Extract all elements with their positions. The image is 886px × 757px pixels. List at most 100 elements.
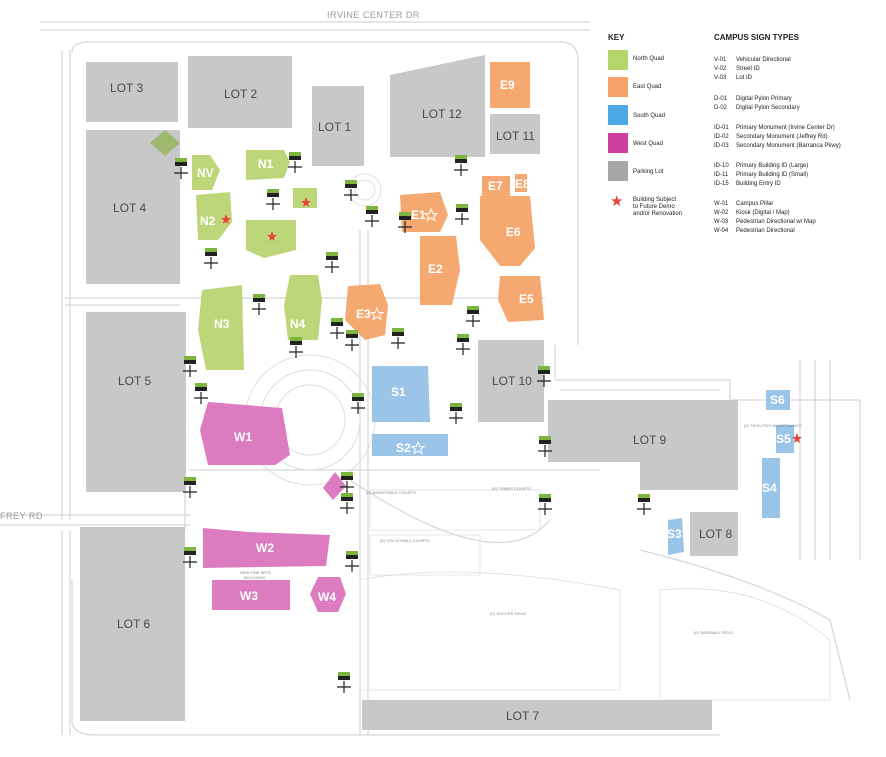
lot-labels: LOT 3 LOT 2 LOT 1 LOT 12 LOT 11 LOT 4 LO…	[110, 81, 732, 723]
building-w3	[212, 580, 290, 610]
sign-label: Secondary Monument (Jeffrey Rd)	[736, 134, 828, 140]
sign-marker	[325, 252, 339, 273]
sign-code: ID-03	[714, 143, 729, 149]
building-e3	[345, 284, 388, 340]
star-icon: ★	[610, 193, 624, 210]
lot-2-label: LOT 2	[224, 87, 257, 101]
sign-code: W-02	[714, 210, 729, 216]
lot-4-label: LOT 4	[113, 201, 146, 215]
sign-marker	[183, 356, 197, 377]
sign-marker	[344, 180, 358, 201]
star-e3	[369, 306, 385, 321]
lot-2	[188, 56, 292, 128]
sign-marker	[337, 672, 351, 693]
e7-label: E7	[488, 179, 503, 193]
sign-label: Lot ID	[736, 75, 753, 81]
lot-10-label: LOT 10	[492, 374, 532, 388]
sign-marker	[456, 334, 470, 355]
sign-marker	[466, 306, 480, 327]
sign-marker	[345, 551, 359, 572]
star-n1c	[267, 231, 277, 241]
swatch-east	[608, 77, 628, 97]
building-s1	[372, 366, 430, 422]
sign-marker	[288, 152, 302, 173]
sign-code: D-01	[714, 96, 728, 102]
label-soccer: (E) SOCCER FIELD	[490, 611, 526, 616]
w3-label: W3	[240, 589, 258, 603]
star-note-3: and/or Renovation	[633, 211, 683, 217]
e8-label: E8	[515, 177, 530, 191]
star-markers	[221, 197, 802, 455]
west-quad	[200, 402, 346, 612]
parking-lots	[80, 55, 738, 730]
sign-code: ID-15	[714, 181, 729, 187]
lot-11-label: LOT 11	[496, 129, 535, 143]
south-quad	[372, 366, 794, 555]
sign-code: D-02	[714, 105, 728, 111]
building-e1	[400, 192, 448, 232]
building-s2	[372, 434, 448, 456]
sign-marker	[204, 248, 218, 269]
sign-code: W-01	[714, 201, 729, 207]
sign-marker	[454, 155, 468, 176]
road-frey-rd: FREY RD	[0, 511, 43, 521]
sign-marker	[174, 158, 188, 179]
sign-label: Primary Building ID (Small)	[736, 172, 809, 178]
key-title: KEY	[608, 33, 625, 42]
sign-label: Digital Pylon Secondary	[736, 105, 800, 111]
s5-label: S5	[776, 432, 791, 446]
lot-7-label: LOT 7	[506, 709, 539, 723]
lot-9	[548, 400, 738, 490]
label-new-fine-arts-2: BUILDINGS	[244, 575, 266, 580]
fields	[359, 489, 831, 701]
building-n1	[246, 150, 290, 180]
building-s3	[668, 518, 684, 555]
building-e2	[420, 236, 460, 305]
sign-code: ID-01	[714, 125, 729, 131]
n1-label: N1	[258, 157, 274, 171]
swatch-parking	[608, 161, 628, 181]
label-tennis: (E) TENNIS COURTS	[492, 486, 531, 491]
building-n2	[196, 192, 232, 240]
lot-12-label: LOT 12	[422, 107, 462, 121]
lot-6-label: LOT 6	[117, 617, 150, 631]
s6-label: S6	[770, 393, 785, 407]
key-parking: Parking Lot	[633, 169, 664, 175]
building-e7	[482, 176, 510, 196]
sign-label: Secondary Monument (Barranca Pkwy)	[736, 143, 841, 149]
lot-3-label: LOT 3	[110, 81, 143, 95]
s3-label: S3	[667, 527, 682, 541]
sign-marker	[330, 318, 344, 339]
sign-marker	[538, 494, 552, 515]
sign-types-title: CAMPUS SIGN TYPES	[714, 33, 799, 42]
sign-code: ID-10	[714, 163, 729, 169]
building-s6	[766, 390, 790, 410]
star-e1	[423, 207, 439, 222]
sign-code: W-03	[714, 219, 729, 225]
e3-label: E3	[356, 307, 371, 321]
swatch-north	[608, 50, 628, 70]
label-volleyball: (E) VOLLEYBALL COURTS	[380, 538, 430, 543]
sign-marker	[183, 547, 197, 568]
sign-label: Kiosk (Digital / Map)	[736, 210, 790, 216]
lot-8	[690, 512, 738, 556]
sign-marker	[455, 204, 469, 225]
w4-label: W4	[318, 590, 336, 604]
sign-marker	[183, 477, 197, 498]
sign-label: Digital Pylon Primary	[736, 96, 792, 102]
diamond-shape	[150, 130, 180, 156]
sign-marker	[398, 212, 412, 233]
lot-9-label: LOT 9	[633, 433, 666, 447]
sign-label: Pedestrian Directional	[736, 228, 795, 234]
key-west: West Quad	[633, 141, 663, 147]
sign-marker	[194, 383, 208, 404]
lot-6	[80, 527, 185, 721]
e5-label: E5	[519, 292, 534, 306]
star-n2	[221, 214, 231, 224]
building-e5	[498, 276, 544, 322]
s4-label: S4	[762, 481, 777, 495]
star-note-2: to Future Demo	[633, 204, 675, 210]
building-n1-b	[293, 188, 317, 208]
building-labels: N1 NV N2 N3 N4 E1 E2 E3 E5 E6 E7 E8 E9 S…	[197, 78, 791, 604]
